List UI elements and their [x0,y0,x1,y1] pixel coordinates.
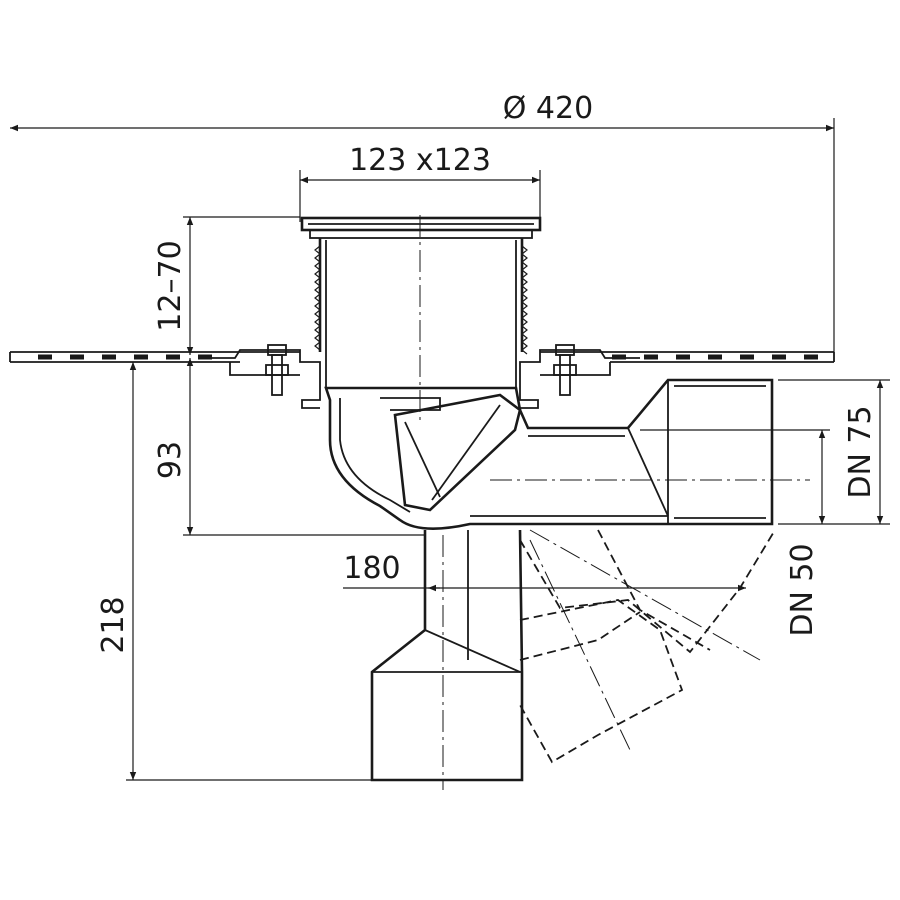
label-total-depth: 218 [96,596,131,653]
dim-outlet-height: 93 [153,358,425,536]
vertical-outlet [370,529,524,790]
label-dn-vertical: DN 50 [785,543,820,636]
dim-overall-diameter: Ø 420 [10,91,835,352]
drain-body [324,378,810,530]
dim-outlet-length: 180 [343,551,746,592]
membrane-flange [9,351,835,363]
dim-dn-vertical: DN 50 [640,429,830,637]
label-grate-size: 123 x123 [349,143,491,178]
label-dn-horizontal: DN 75 [843,405,878,498]
grate-and-body [300,215,542,420]
label-height-adjust: 12–70 [153,240,188,331]
dim-height-adjust: 12–70 [153,216,300,355]
dim-dn-horizontal: DN 75 [778,379,890,525]
clamping-ring [200,344,640,409]
alternative-outlets [519,529,776,764]
dim-grate-size: 123 x123 [299,143,541,222]
label-overall-diameter: Ø 420 [503,91,593,126]
label-outlet-height: 93 [153,441,188,479]
label-outlet-length: 180 [343,551,400,586]
